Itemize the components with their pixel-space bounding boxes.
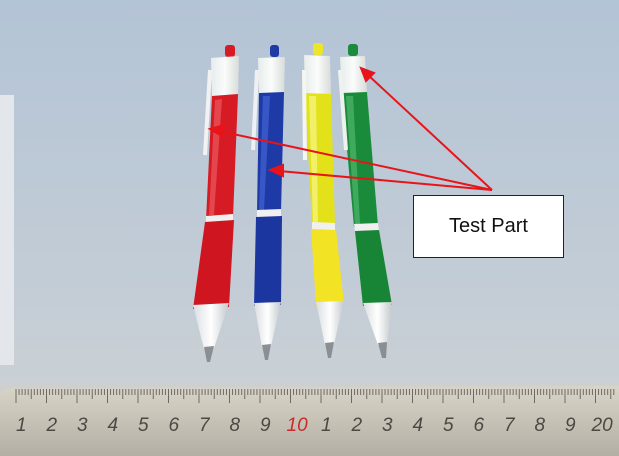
ruler-digit: 7 — [504, 415, 515, 436]
blue-pen — [251, 45, 285, 360]
ruler-digit: 1 — [321, 415, 332, 436]
yellow-pen — [302, 43, 344, 358]
ruler-digit: 3 — [382, 415, 393, 436]
ruler-digit: 9 — [565, 415, 576, 436]
ruler-digit: 7 — [199, 415, 210, 436]
ruler-digit: 5 — [138, 415, 149, 436]
ruler-digit: 9 — [260, 415, 271, 436]
callout-arrows — [207, 66, 493, 191]
ruler-digit: 10 — [286, 415, 308, 436]
ruler-digit: 4 — [107, 415, 119, 436]
ruler-digit: 2 — [46, 415, 58, 436]
ruler-digit: 6 — [168, 415, 180, 436]
ruler-digit: 3 — [77, 415, 88, 436]
ruler-digit: 5 — [443, 415, 454, 436]
ruler-digit: 4 — [412, 415, 424, 436]
test-part-text: Test Part — [449, 215, 528, 237]
ruler-digit: 20 — [591, 415, 613, 436]
ruler — [0, 384, 619, 456]
ruler-digit: 8 — [229, 415, 241, 436]
ruler-digit: 8 — [534, 415, 546, 436]
left-panel — [0, 95, 14, 365]
green-pen — [338, 44, 392, 358]
ruler-digit: 1 — [16, 415, 27, 436]
ruler-digit: 2 — [351, 415, 363, 436]
ruler-digit: 6 — [473, 415, 485, 436]
test-part-label: Test Part — [413, 195, 564, 258]
